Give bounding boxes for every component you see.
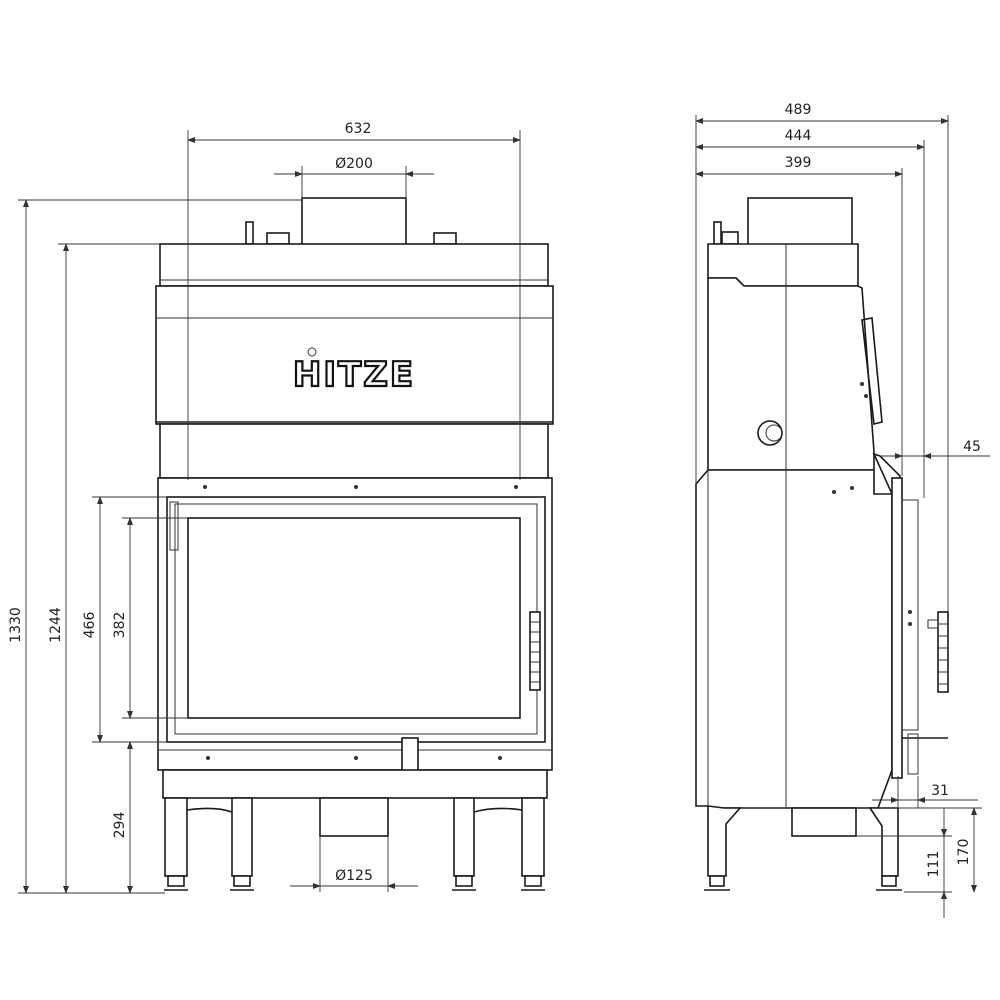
side-door xyxy=(891,477,903,779)
base-plinth xyxy=(162,769,548,799)
air-inlet-box xyxy=(319,797,389,837)
dim-depth-body: 399 xyxy=(785,155,812,171)
side-leg-rear xyxy=(707,805,742,877)
brand-logo: HITZE xyxy=(293,355,415,395)
dim-overall-width: 632 xyxy=(345,121,372,137)
side-view xyxy=(695,197,949,891)
door-handle xyxy=(529,611,541,691)
side-flue-collar xyxy=(747,197,853,247)
top-body xyxy=(159,243,549,287)
foot-4 xyxy=(524,875,542,887)
side-top-cap xyxy=(721,231,739,245)
door-frame xyxy=(166,496,546,743)
side-knob xyxy=(757,420,783,446)
side-top-stud xyxy=(713,221,722,245)
top-stud-cap-left xyxy=(266,232,290,245)
dim-body-height: 1244 xyxy=(48,607,64,643)
flue-collar xyxy=(301,197,407,247)
upper-housing xyxy=(155,285,554,425)
leg-2 xyxy=(231,797,253,877)
dim-floor-to-door: 294 xyxy=(112,812,128,839)
dim-flue-diameter: Ø200 xyxy=(335,156,373,172)
dim-total-height: 1330 xyxy=(8,607,24,643)
dim-inlet-top-height: 170 xyxy=(956,839,972,866)
logo-flame-icon xyxy=(307,347,317,357)
dim-depth-overall: 489 xyxy=(785,102,812,118)
foot-1 xyxy=(167,875,185,887)
side-door-handle xyxy=(937,611,949,693)
foot-2 xyxy=(233,875,251,887)
top-stud-left xyxy=(245,221,254,245)
dim-glass-height: 382 xyxy=(112,612,128,639)
dim-inlet-height: 111 xyxy=(926,851,942,878)
foot-3 xyxy=(455,875,473,887)
side-upper-body xyxy=(707,277,875,471)
firebox-frame xyxy=(157,477,553,771)
side-foot-rear xyxy=(709,875,725,887)
side-inlet-box xyxy=(791,807,857,837)
top-stud-cap-right xyxy=(433,232,457,245)
leg-1 xyxy=(164,797,188,877)
side-leg-front xyxy=(868,807,899,877)
door-glass xyxy=(187,517,521,719)
side-lower-body xyxy=(695,469,893,826)
mid-panel xyxy=(159,423,549,479)
leg-3 xyxy=(453,797,475,877)
dim-door-offset: 31 xyxy=(931,783,949,799)
dim-door-projection: 45 xyxy=(963,439,981,455)
leg-4 xyxy=(521,797,545,877)
side-foot-front xyxy=(881,875,897,887)
front-dimensions: 632 Ø200 1330 1244 466 382 294 xyxy=(8,121,521,894)
door-hinge xyxy=(169,501,179,551)
front-view: HITZE xyxy=(155,197,554,891)
dim-air-inlet-diameter: Ø125 xyxy=(335,868,373,884)
dim-depth-mid: 444 xyxy=(785,128,812,144)
dim-door-opening-height: 466 xyxy=(82,612,98,639)
side-dimensions: 489 444 399 45 31 111 170 xyxy=(695,102,990,918)
